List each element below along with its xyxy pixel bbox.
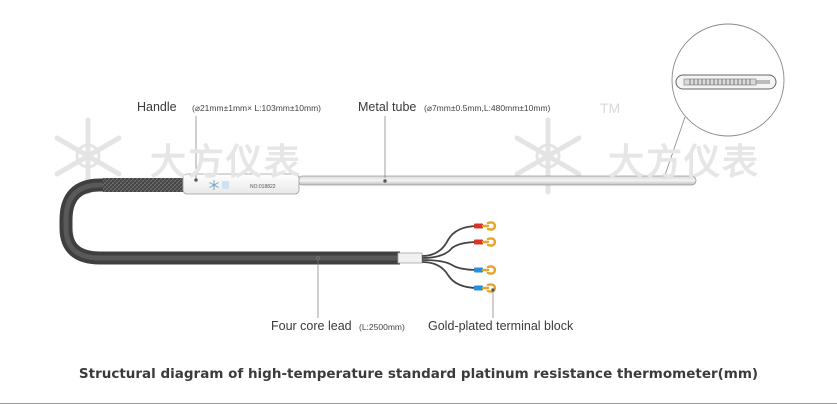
label-metal-tube: Metal tube: [358, 100, 417, 114]
braided-sleeve: [103, 178, 185, 192]
wire-sleeve-red-1: [474, 223, 483, 229]
bottom-divider: [0, 403, 837, 404]
wire-sleeve-red-2: [474, 239, 483, 245]
wire-sleeve-blue-1: [474, 267, 483, 273]
label-lead: Four core lead: [271, 319, 352, 333]
wire-sleeve-blue-2: [474, 285, 483, 291]
label-lead-spec: (L:2500mm): [359, 322, 405, 332]
magnified-tip-detail: [663, 23, 785, 179]
lead-end-sleeve: [397, 252, 423, 264]
label-handle-spec: (⌀21mm±1mm× L:103mm±10mm): [192, 103, 321, 113]
figure-caption: Structural diagram of high-temperature s…: [78, 366, 759, 382]
handle-logo-icon: [209, 180, 219, 190]
watermark-trademark: TM: [600, 100, 621, 116]
watermark-brand-left: 大方仪表: [150, 142, 303, 183]
handle-serial: NO:018822: [250, 184, 276, 190]
leader-lines: [194, 116, 495, 318]
label-terminal-block: Gold-plated terminal block: [428, 319, 574, 333]
handle: [182, 173, 300, 195]
terminal-wires: [421, 225, 479, 289]
four-core-lead: [59, 178, 400, 265]
label-metal-tube-spec: (⌀7mm±0.5mm,L:480mm±10mm): [424, 103, 551, 113]
watermark-brand-right: 大方仪表: [608, 142, 761, 183]
gold-spade-terminals: [481, 221, 497, 293]
label-handle: Handle: [137, 100, 177, 114]
